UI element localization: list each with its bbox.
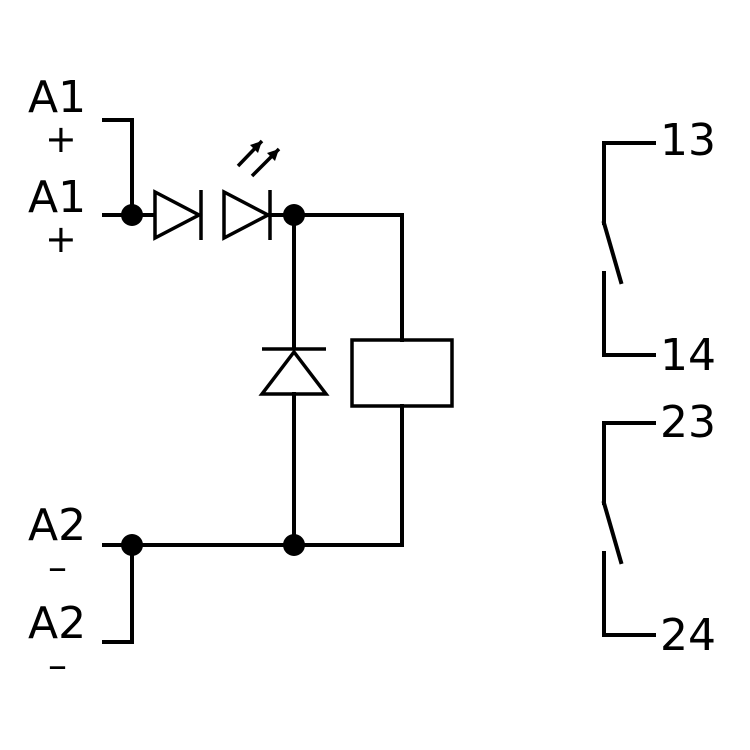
- coil-bottom-wire: [292, 404, 404, 547]
- led-diode-icon: [222, 139, 281, 241]
- a2-junction-dot: [121, 534, 143, 556]
- relay-coil-icon: [350, 338, 454, 408]
- contact-23-24-icon: [601, 421, 656, 637]
- terminal-a2-bottom-sign: –: [48, 643, 67, 687]
- contact-24-label: 24: [660, 610, 716, 661]
- a1-bracket-wire: [102, 118, 134, 217]
- coil-top-wire: [292, 213, 404, 342]
- a1-junction-dot: [121, 204, 143, 226]
- terminal-a1-top-label: A1: [28, 72, 86, 123]
- terminal-a2-bottom-label: A2: [28, 598, 86, 649]
- contact-13-label: 13: [660, 115, 716, 166]
- bottom-right-junction-dot: [283, 534, 305, 556]
- terminal-a1-bottom-sign: +: [45, 217, 77, 261]
- terminal-a2-top-label: A2: [28, 500, 86, 551]
- contact-13-14-icon: [601, 141, 656, 357]
- terminal-a1-bottom-label: A1: [28, 172, 86, 223]
- series-diode-icon: [153, 189, 203, 241]
- contact-23-label: 23: [660, 397, 716, 448]
- freewheel-diode-icon: [258, 347, 330, 396]
- terminal-a2-top-sign: –: [48, 545, 67, 589]
- a2-bracket-wire: [102, 543, 134, 644]
- contact-14-label: 14: [660, 330, 716, 381]
- terminal-a1-top-sign: +: [45, 117, 77, 161]
